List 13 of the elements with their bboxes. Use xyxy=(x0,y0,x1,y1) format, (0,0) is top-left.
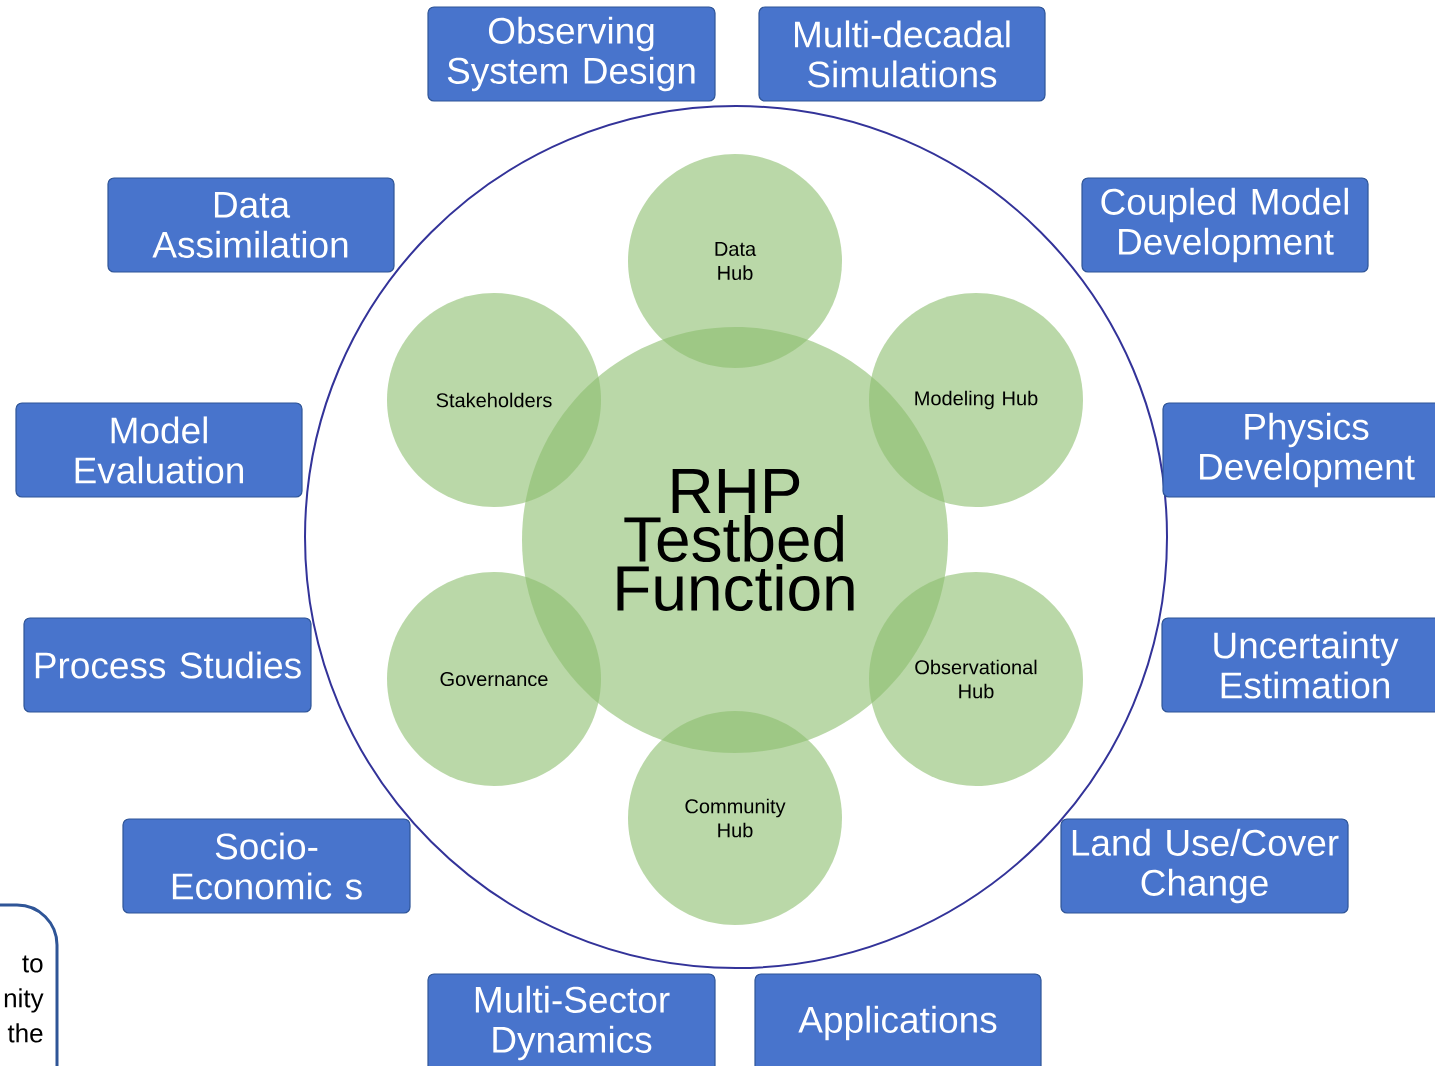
text-box: to nity the xyxy=(0,903,59,1066)
label-box: Land Use/Cover Change xyxy=(1060,818,1349,914)
label-box: Data Assimilation xyxy=(107,177,395,273)
label-box: Applications xyxy=(754,973,1042,1066)
label-box: Process Studies xyxy=(23,617,312,713)
label-box: Socio-Economic s xyxy=(122,818,411,914)
label-box: Physics Development xyxy=(1162,402,1435,498)
label-box: Model Evaluation xyxy=(15,402,303,498)
label-box: Multi-decadal Simulations xyxy=(758,6,1046,102)
label-box: Coupled Model Development xyxy=(1081,177,1369,273)
label-box: Uncertainty Estimation xyxy=(1161,617,1435,713)
label-box: Observing System Design xyxy=(427,6,716,102)
label-box: Multi-Sector Dynamics xyxy=(427,973,716,1066)
